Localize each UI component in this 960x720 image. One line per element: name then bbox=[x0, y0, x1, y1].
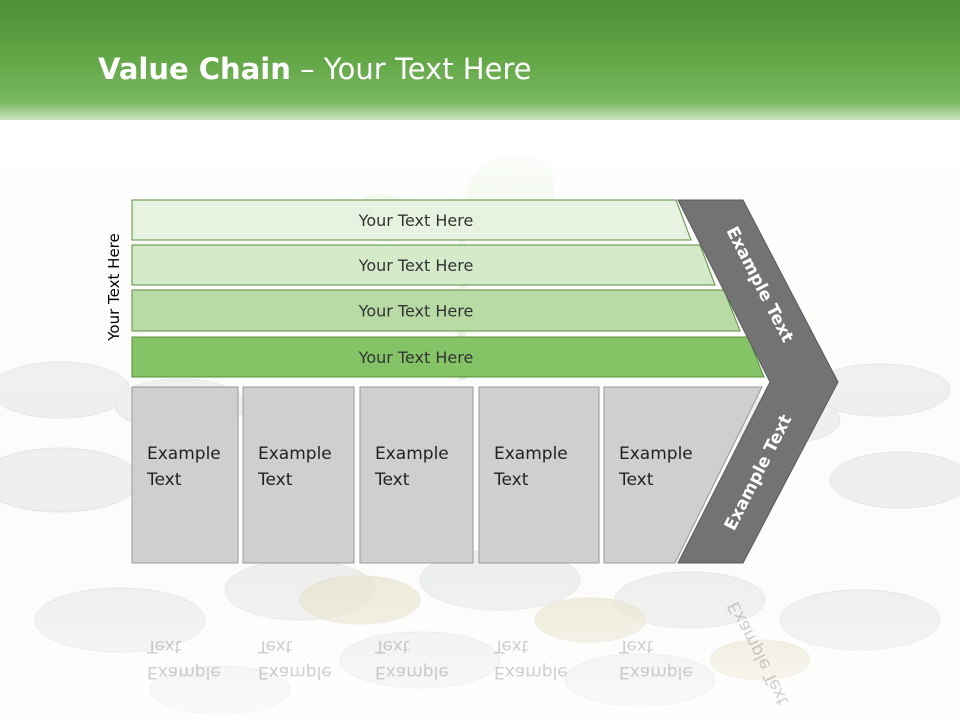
bar-shape bbox=[131, 336, 765, 378]
box-label-line2: Text bbox=[146, 470, 182, 490]
reflection-line1: Example bbox=[258, 662, 332, 682]
reflection-line2: Text bbox=[374, 636, 410, 656]
reflection-line2: Text bbox=[146, 636, 182, 656]
header-band bbox=[0, 0, 960, 128]
box-reflection-5: Example Text bbox=[618, 636, 693, 682]
bar-2: Your Text Here bbox=[131, 244, 716, 286]
box-shape bbox=[242, 386, 355, 564]
bar-4: Your Text Here bbox=[131, 336, 765, 378]
chevron-shape bbox=[677, 199, 839, 564]
bar-shape bbox=[131, 244, 716, 286]
reflection-line1: Example bbox=[619, 662, 693, 682]
reflection-line2: Text bbox=[618, 636, 654, 656]
bar-label: Your Text Here bbox=[358, 211, 474, 230]
box-label-line1: Example bbox=[258, 444, 332, 464]
box-label-line1: Example bbox=[375, 444, 449, 464]
bar-label: Your Text Here bbox=[358, 302, 474, 321]
bar-3: Your Text Here bbox=[131, 289, 741, 332]
box-shape bbox=[603, 386, 763, 564]
box-shape bbox=[131, 386, 239, 564]
box-reflection-1: Example Text bbox=[146, 636, 221, 682]
box-label-line1: Example bbox=[619, 444, 693, 464]
bar-label: Your Text Here bbox=[358, 256, 474, 275]
reflection-line2: Text bbox=[257, 636, 293, 656]
box-reflection-3: Example Text bbox=[374, 636, 449, 682]
box-reflection-4: Example Text bbox=[493, 636, 568, 682]
reflection-line1: Example bbox=[375, 662, 449, 682]
box-label-line1: Example bbox=[147, 444, 221, 464]
box-label-line1: Example bbox=[494, 444, 568, 464]
bar-shape bbox=[131, 199, 692, 241]
reflection-line2: Text bbox=[493, 636, 529, 656]
title-bold-part: Value Chain bbox=[98, 52, 291, 86]
box-label-line2: Text bbox=[618, 470, 654, 490]
box-shape bbox=[478, 386, 600, 564]
bar-shape bbox=[131, 289, 741, 332]
box-label-line2: Text bbox=[257, 470, 293, 490]
box-label-line2: Text bbox=[493, 470, 529, 490]
reflection-line1: Example bbox=[494, 662, 568, 682]
title-rest-part: – Your Text Here bbox=[290, 52, 532, 86]
reflection-line1: Example bbox=[147, 662, 221, 682]
bar-1: Your Text Here bbox=[131, 199, 692, 241]
box-shape bbox=[359, 386, 474, 564]
bar-label: Your Text Here bbox=[358, 348, 474, 367]
chevron-reflection-label: Example Text bbox=[724, 598, 794, 709]
box-label-line2: Text bbox=[374, 470, 410, 490]
box-reflection-2: Example Text bbox=[257, 636, 332, 682]
slide-title: Value Chain – Your Text Here bbox=[98, 52, 532, 96]
